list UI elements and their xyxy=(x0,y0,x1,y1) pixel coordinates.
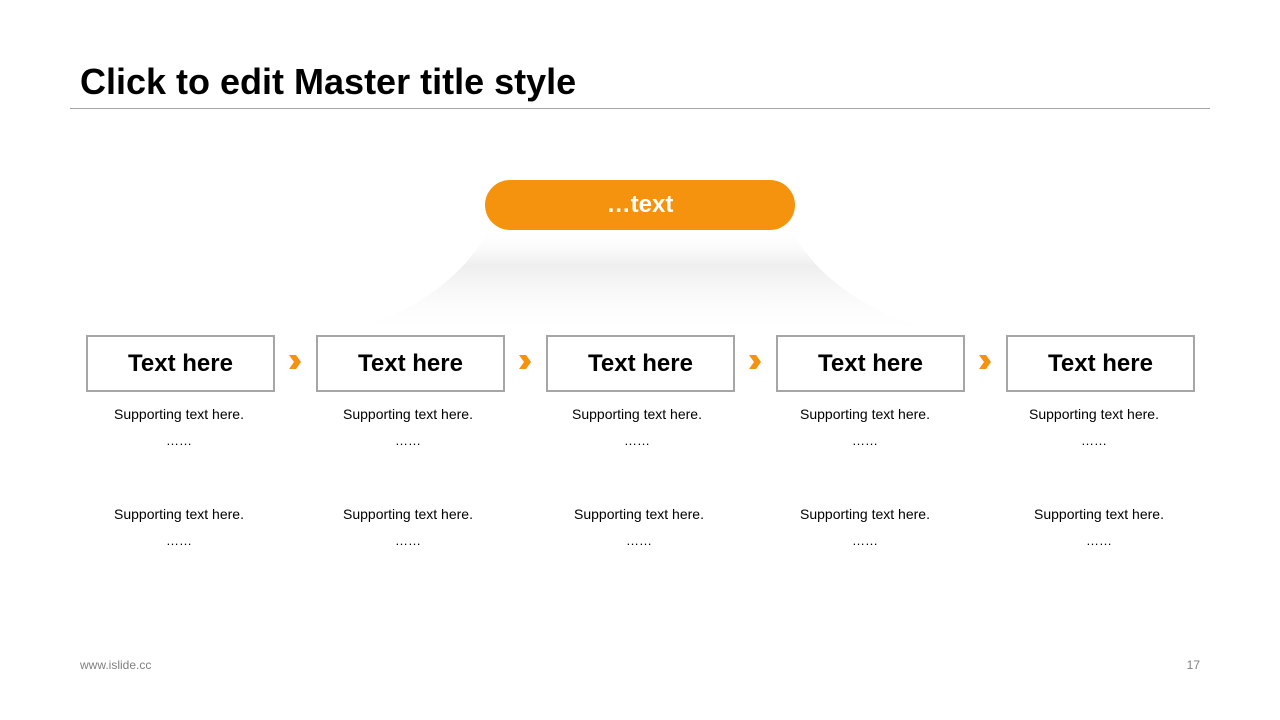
step-4-dots-1: …… xyxy=(852,433,878,448)
step-2-support-2: Supporting text here. xyxy=(343,506,473,522)
step-2-dots-2: …… xyxy=(395,533,421,548)
step-1-dots-2: …… xyxy=(166,533,192,548)
center-label: …text xyxy=(485,180,795,230)
step-box-5: Text here xyxy=(1006,335,1195,392)
step-1-support-2: Supporting text here. xyxy=(114,506,244,522)
step-1-support-1: Supporting text here. xyxy=(114,406,244,422)
step-2-dots-1: …… xyxy=(395,433,421,448)
title-divider xyxy=(70,108,1210,109)
step-3-support-2: Supporting text here. xyxy=(574,506,704,522)
step-1-dots-1: …… xyxy=(166,433,192,448)
step-5-dots-2: …… xyxy=(1086,533,1112,548)
step-box-2: Text here xyxy=(316,335,505,392)
chevron-right-icon xyxy=(289,355,301,369)
chevron-right-icon xyxy=(749,355,761,369)
step-box-1: Text here xyxy=(86,335,275,392)
step-2-support-1: Supporting text here. xyxy=(343,406,473,422)
step-4-support-1: Supporting text here. xyxy=(800,406,930,422)
step-5-support-1: Supporting text here. xyxy=(1029,406,1159,422)
step-5-dots-1: …… xyxy=(1081,433,1107,448)
slide-title: Click to edit Master title style xyxy=(80,61,577,102)
step-3-dots-2: …… xyxy=(626,533,652,548)
step-4-dots-2: …… xyxy=(852,533,878,548)
step-3-support-1: Supporting text here. xyxy=(572,406,702,422)
footer-url: www.islide.cc xyxy=(80,658,152,672)
step-5-support-2: Supporting text here. xyxy=(1034,506,1164,522)
chevron-right-icon xyxy=(519,355,531,369)
step-3-dots-1: …… xyxy=(624,433,650,448)
page-number: 17 xyxy=(1186,658,1200,672)
step-box-4: Text here xyxy=(776,335,965,392)
step-box-3: Text here xyxy=(546,335,735,392)
step-4-support-2: Supporting text here. xyxy=(800,506,930,522)
chevron-right-icon xyxy=(979,355,991,369)
